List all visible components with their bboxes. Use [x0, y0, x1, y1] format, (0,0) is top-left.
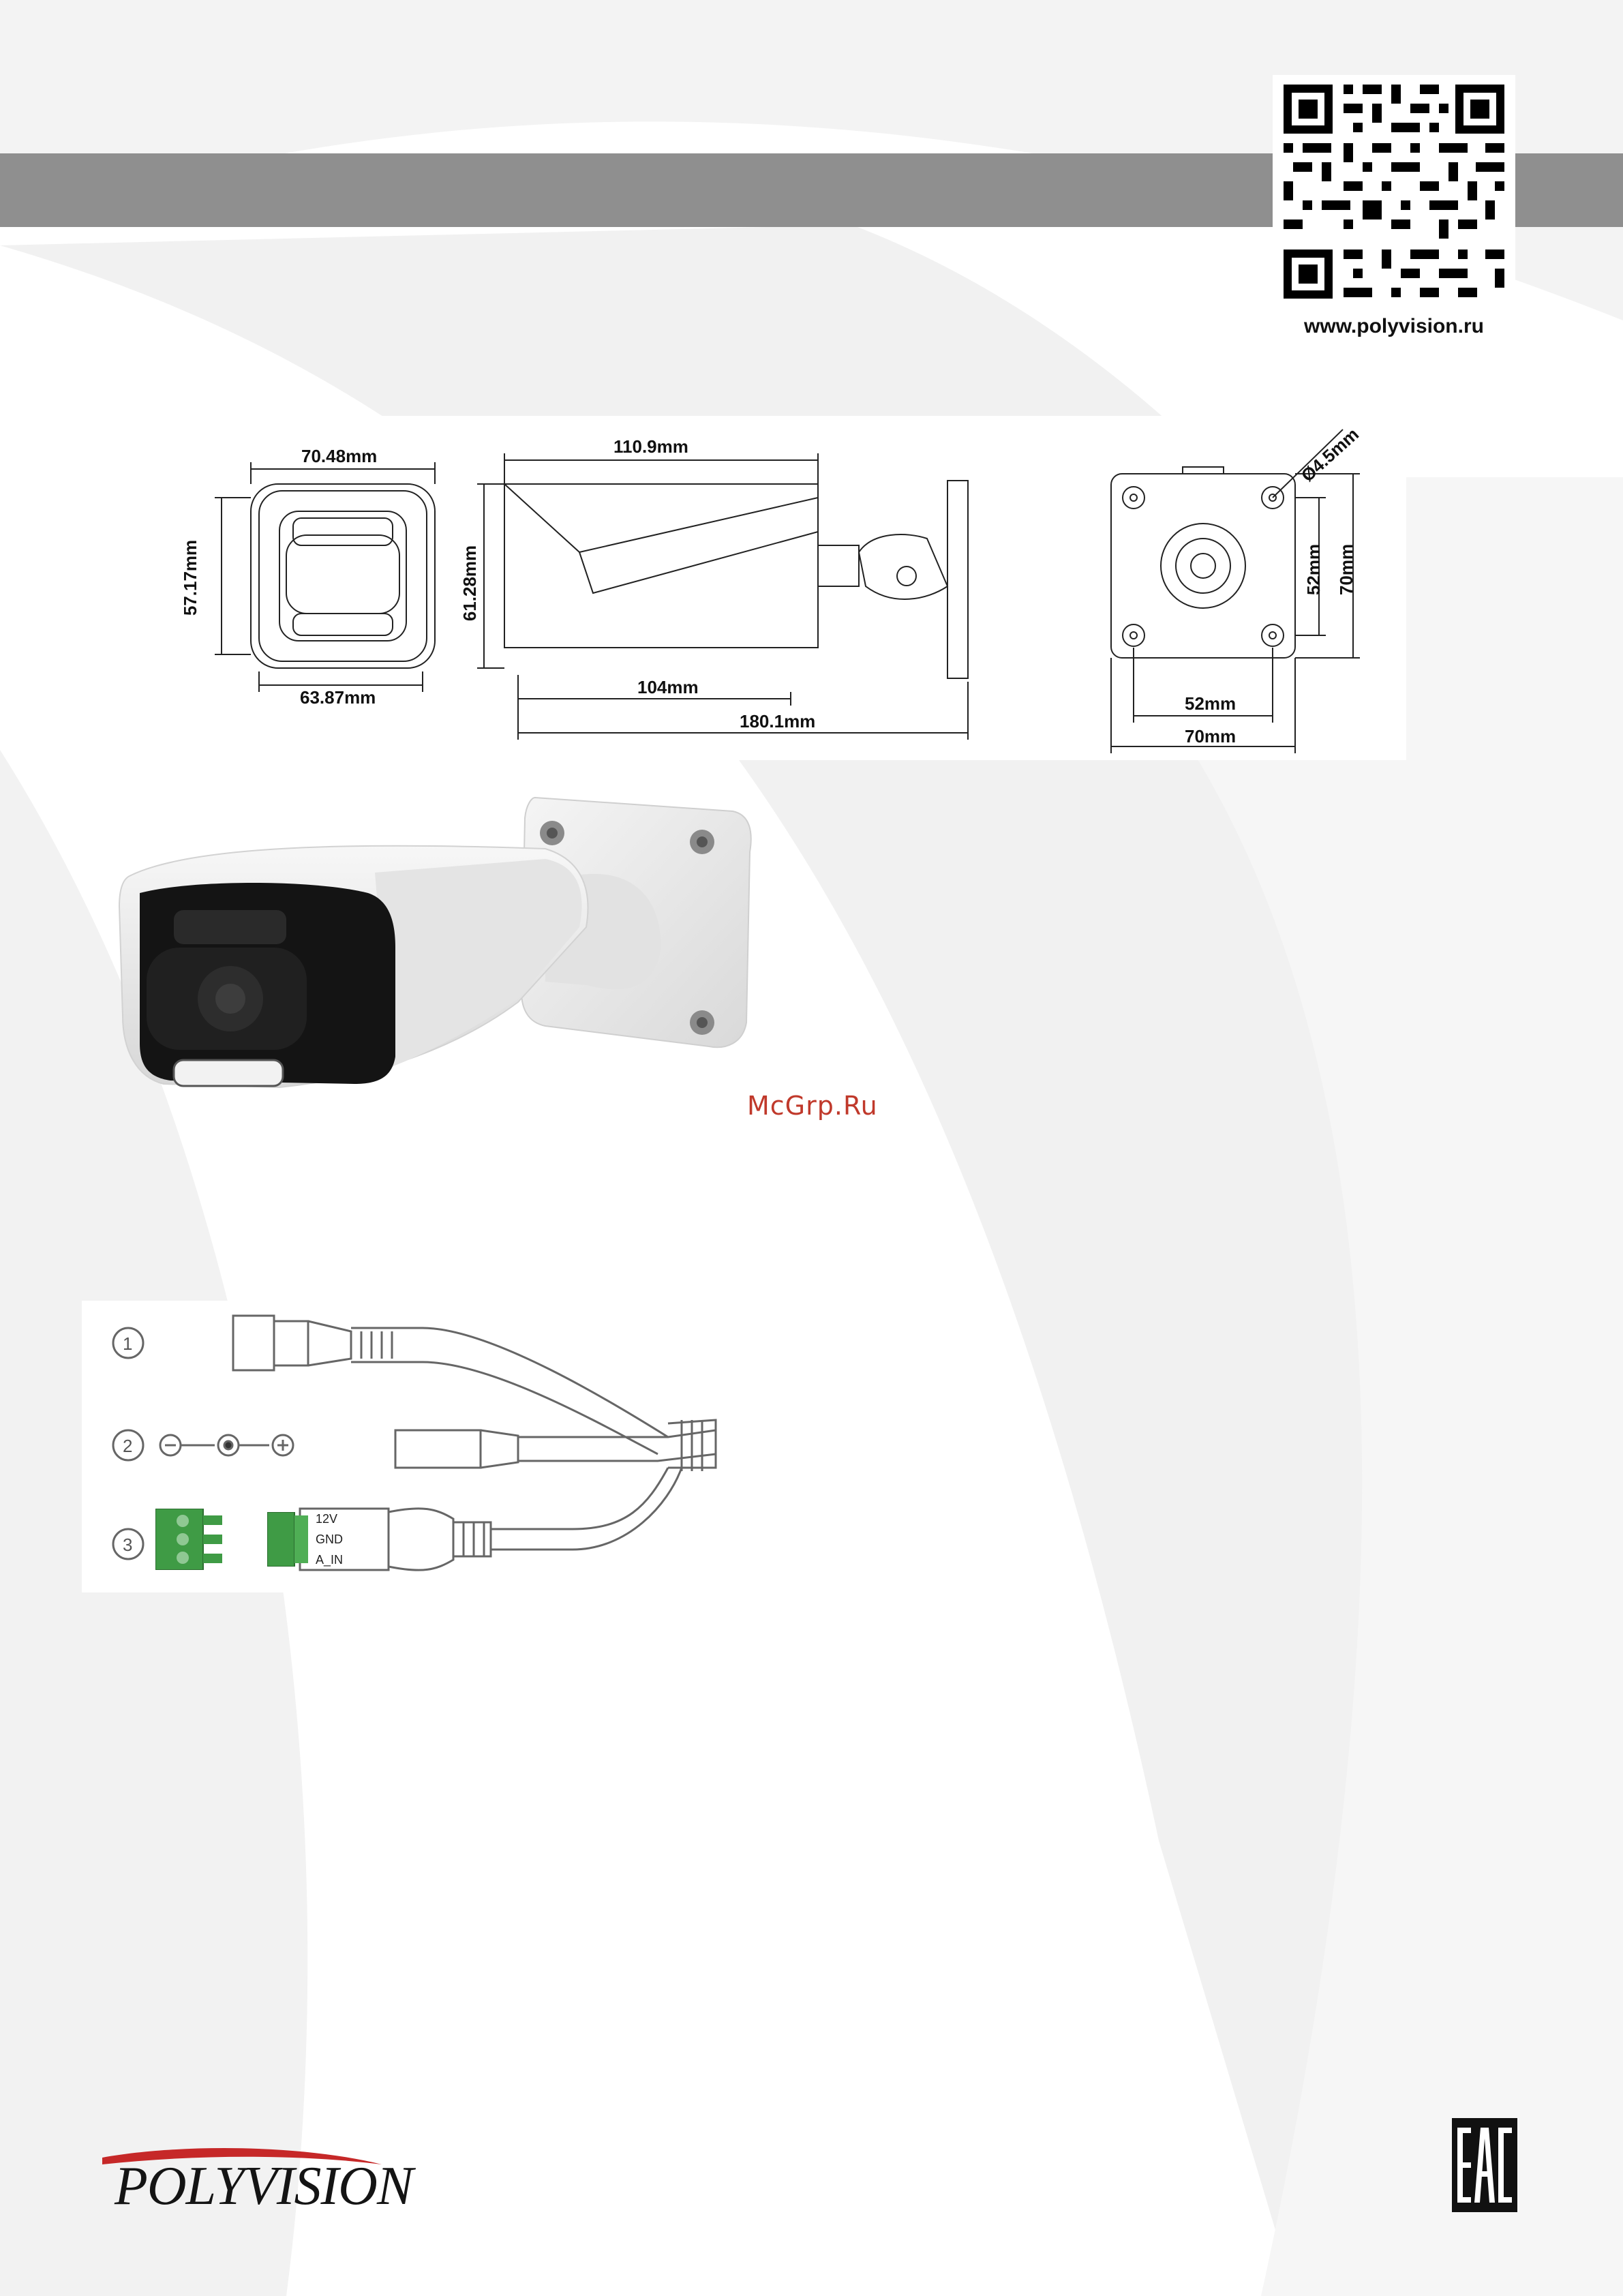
wiring-item-2-number: 2 — [123, 1436, 132, 1456]
wiring-diagram: 1 2 3 12V GND A_IN — [82, 1301, 729, 1592]
dim-front-height: 57.17mm — [180, 540, 201, 616]
dim-front-width-bottom: 63.87mm — [300, 687, 376, 708]
dim-base-hole-spacing-v: 52mm — [1303, 544, 1324, 595]
dim-side-body-length: 104mm — [637, 677, 699, 698]
eac-icon — [1452, 2118, 1517, 2212]
terminal-plug-icon — [267, 1512, 308, 1567]
dim-base-plate-width: 70mm — [1185, 726, 1236, 747]
polyvision-logo: POLYVISION — [95, 2147, 491, 2216]
eac-cert-mark — [1452, 2118, 1517, 2212]
dimension-drawings: 70.48mm 57.17mm 63.87mm 110.9mm 61.28mm … — [184, 416, 1406, 760]
terminal-label-gnd: GND — [316, 1532, 343, 1547]
qr-url[interactable]: www.polyvision.ru — [1273, 315, 1515, 338]
watermark: McGrp.Ru — [747, 1091, 878, 1121]
dim-side-total-length: 180.1mm — [740, 711, 815, 732]
wiring-item-3-number: 3 — [123, 1535, 132, 1555]
wiring-item-1-number: 1 — [123, 1333, 132, 1354]
qr-code[interactable] — [1273, 75, 1515, 310]
dim-base-hole-spacing-h: 52mm — [1185, 693, 1236, 714]
dim-base-plate-height: 70mm — [1336, 544, 1357, 595]
qr-code-block[interactable]: www.polyvision.ru — [1273, 75, 1515, 341]
terminal-label-a-in: A_IN — [316, 1553, 343, 1567]
logo-text: POLYVISION — [115, 2156, 412, 2218]
terminal-block-icon — [155, 1509, 224, 1570]
dim-side-top-length: 110.9mm — [613, 436, 688, 457]
camera-product-image — [109, 791, 763, 1173]
terminal-label-12v: 12V — [316, 1512, 337, 1526]
dim-front-width-top: 70.48mm — [301, 446, 377, 467]
dim-side-height: 61.28mm — [459, 545, 481, 621]
